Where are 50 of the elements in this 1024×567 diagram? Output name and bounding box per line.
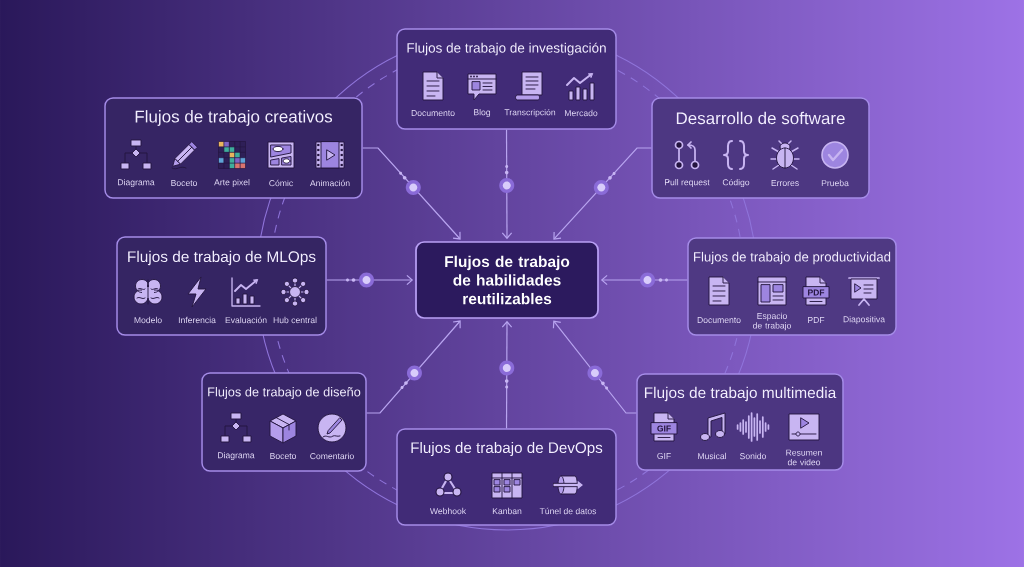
icon-caption: GIF	[657, 452, 671, 460]
icon-caption: Errores	[771, 180, 799, 186]
arrow	[501, 320, 513, 429]
arrow	[362, 147, 461, 240]
icon-caption: PDF	[808, 317, 825, 323]
panel-title: Flujos de trabajo multimedia	[644, 386, 837, 402]
icon-caption: Prueba	[821, 179, 849, 187]
file-type-label: PDF	[808, 289, 825, 296]
panel-title: Flujos de trabajo de productividad	[694, 251, 891, 265]
arrow	[600, 274, 688, 286]
icon-caption: Documento	[697, 317, 741, 323]
file-type-label: GIF	[657, 425, 671, 432]
panel-title: Flujos de trabajo de MLOps	[128, 250, 316, 266]
arrow	[366, 320, 461, 414]
icon-caption: Webhook	[429, 507, 467, 515]
panel-title: Flujos de trabajo creativos	[135, 110, 333, 126]
icon-caption: Sonido	[740, 452, 766, 460]
icon-caption: Hub central	[273, 316, 317, 324]
icon-caption: Inferencia	[178, 316, 216, 324]
icon-caption: Evaluación	[225, 316, 267, 324]
arrow	[326, 274, 414, 286]
icon-caption: Cómic	[269, 179, 293, 187]
icon-caption: Boceto	[171, 180, 198, 186]
icon-caption: Boceto	[270, 453, 296, 459]
icon-caption: Comentario	[310, 452, 354, 460]
icon-caption: Modelo	[134, 316, 162, 324]
icon-caption: Diagrama	[118, 179, 155, 187]
icon-caption: Espacio de trabajo	[753, 312, 791, 331]
arrow	[553, 147, 652, 240]
icon-caption: Animación	[309, 179, 350, 187]
icon-caption: Transcripción	[504, 108, 556, 118]
icon-caption: Código	[722, 178, 750, 188]
icon-caption: Diapositiva	[843, 316, 886, 324]
panel-title: Flujos de trabajo de DevOps	[411, 441, 603, 457]
icon-caption: Mercado	[565, 109, 598, 117]
arrow	[501, 129, 513, 240]
icon-caption: Resumen de video	[786, 449, 822, 466]
icon-caption: Arte pixel	[214, 179, 250, 187]
panel-title: Flujos de trabajo de investigación	[407, 42, 606, 56]
icon-caption: Túnel de datos	[539, 507, 597, 515]
icon-caption: Musical	[698, 452, 726, 460]
arrow	[552, 320, 637, 414]
icon-caption: Diagrama	[218, 452, 255, 460]
icon-caption: Kanban	[492, 507, 522, 515]
panel-title: Desarrollo de software	[676, 111, 845, 125]
panel-title: Flujos de trabajo de diseño	[208, 387, 361, 399]
icon-caption: Documento	[411, 110, 455, 116]
icon-caption: Pull request	[665, 179, 710, 187]
icon-caption: Blog	[474, 109, 491, 117]
hub-box: Flujos de trabajo de habilidades reutilizables	[415, 241, 599, 319]
